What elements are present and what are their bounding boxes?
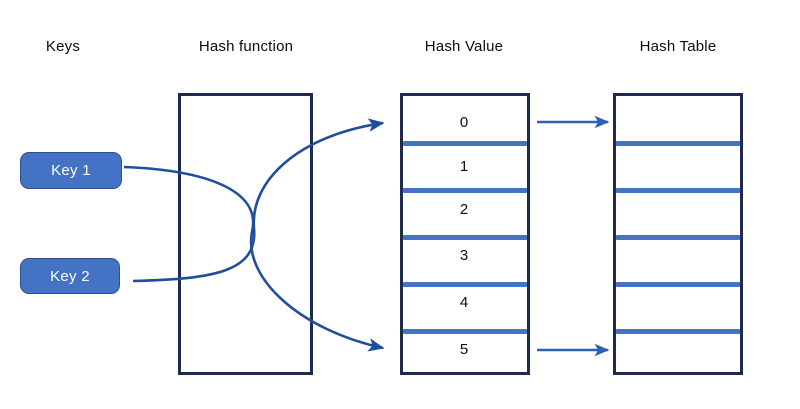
hash-table [613, 93, 743, 375]
hash-table-divider-4 [616, 329, 740, 334]
column-title-hash-function: Hash function [198, 38, 294, 55]
hash-value-cell-0: 0 [459, 114, 469, 131]
hash-value-divider-3 [403, 282, 527, 287]
hash-function-box [178, 93, 313, 375]
hash-table-divider-0 [616, 141, 740, 146]
hash-value-divider-1 [403, 188, 527, 193]
column-title-hash-value: Hash Value [424, 38, 504, 55]
hash-table-divider-3 [616, 282, 740, 287]
hash-value-cell-4: 4 [459, 294, 469, 311]
hash-value-divider-4 [403, 329, 527, 334]
key-box-2[interactable]: Key 2 [20, 258, 120, 294]
hash-value-cell-3: 3 [459, 247, 469, 264]
hash-value-divider-0 [403, 141, 527, 146]
hash-table-divider-1 [616, 188, 740, 193]
column-title-keys: Keys [45, 38, 81, 55]
hash-value-cell-1: 1 [459, 158, 469, 175]
hash-value-cell-5: 5 [459, 341, 469, 358]
hash-value-cell-2: 2 [459, 201, 469, 218]
key-box-1[interactable]: Key 1 [20, 152, 122, 189]
hash-value-table [400, 93, 530, 375]
column-title-hash-table: Hash Table [639, 38, 717, 55]
hash-table-divider-2 [616, 235, 740, 240]
hash-value-divider-2 [403, 235, 527, 240]
